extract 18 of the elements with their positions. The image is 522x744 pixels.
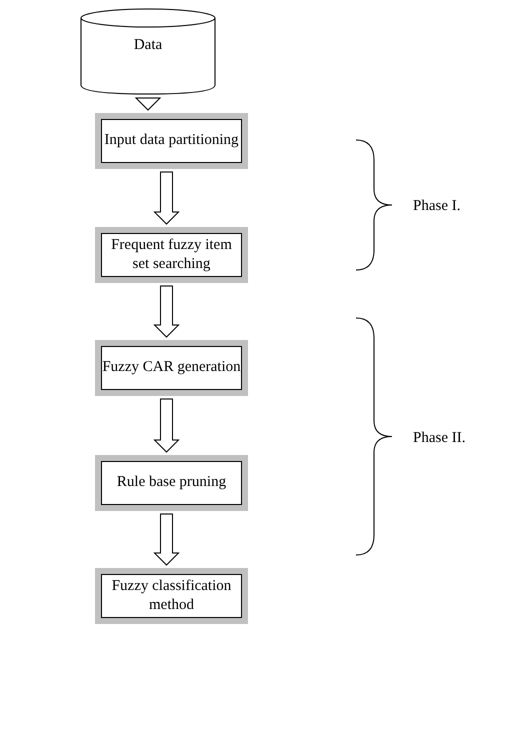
process-box bbox=[95, 455, 248, 511]
process-box bbox=[95, 113, 248, 169]
process-box bbox=[95, 340, 248, 396]
process-box bbox=[95, 568, 248, 624]
hollow-arrow bbox=[153, 514, 180, 566]
hollow-arrow bbox=[153, 398, 180, 453]
hollow-arrow bbox=[153, 172, 180, 225]
node-text: Input data partitioning bbox=[104, 131, 239, 150]
node-text: Fuzzy CAR generation bbox=[102, 358, 241, 378]
phase-label: Phase II. bbox=[413, 428, 466, 448]
node-text: Data bbox=[132, 36, 164, 55]
node-text: Fuzzy classification method bbox=[110, 576, 232, 615]
phase-label: Phase I. bbox=[413, 197, 460, 216]
hollow-arrow bbox=[134, 98, 162, 111]
node-text: Frequent fuzzy item set searching bbox=[110, 236, 233, 274]
hollow-arrow bbox=[153, 286, 180, 338]
node-text: Rule base pruning bbox=[116, 473, 226, 492]
process-box bbox=[95, 227, 248, 283]
